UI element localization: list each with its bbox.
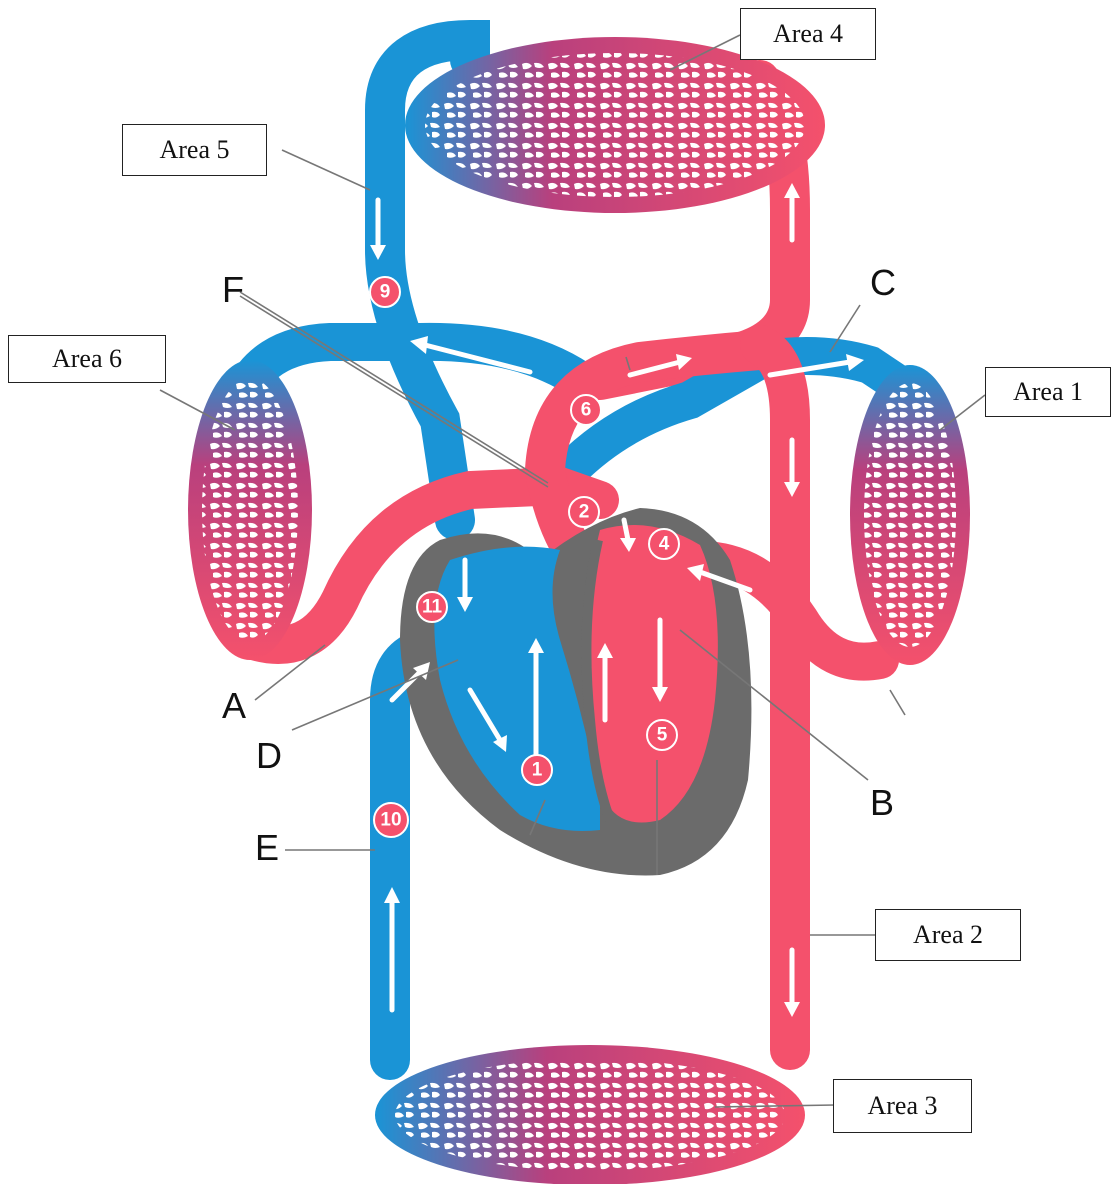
leader-pv-right [890, 690, 905, 715]
marker-1-text: 1 [532, 760, 543, 781]
area-1-label: Area 1 [985, 367, 1111, 417]
capillary-bed-area-6 [188, 360, 312, 660]
marker-2-text: 2 [579, 502, 590, 523]
marker-6: 6 [571, 395, 601, 425]
leader-area5 [282, 150, 370, 190]
marker-2: 2 [569, 497, 599, 527]
marker-5-text: 5 [657, 725, 668, 746]
marker-11-text: 11 [422, 597, 443, 618]
marker-1: 1 [522, 755, 552, 785]
marker-6-text: 6 [581, 400, 592, 421]
marker-10: 10 [374, 803, 408, 837]
marker-9: 9 [370, 277, 400, 307]
heart [400, 508, 751, 875]
marker-11: 11 [417, 592, 447, 622]
area-6-label: Area 6 [8, 335, 166, 383]
area-2-label: Area 2 [875, 909, 1021, 961]
capillary-bed-area-1 [850, 365, 970, 665]
capillary-bed-area-4 [405, 37, 825, 213]
label-f: F [222, 269, 244, 310]
label-e: E [255, 827, 279, 868]
capillary-bed-area-3 [375, 1045, 805, 1184]
marker-4: 4 [649, 529, 679, 559]
area-5-label: Area 5 [122, 124, 267, 176]
label-d: D [256, 735, 282, 776]
area-3-label: Area 3 [833, 1079, 972, 1133]
marker-10-text: 10 [380, 810, 401, 831]
marker-4-text: 4 [659, 534, 670, 555]
label-b: B [870, 782, 894, 823]
marker-9-text: 9 [380, 282, 391, 303]
marker-5: 5 [647, 720, 677, 750]
arrow-pulmonary-branch [615, 455, 640, 480]
label-c: C [870, 262, 896, 303]
label-a: A [222, 685, 246, 726]
area-4-label: Area 4 [740, 8, 876, 60]
